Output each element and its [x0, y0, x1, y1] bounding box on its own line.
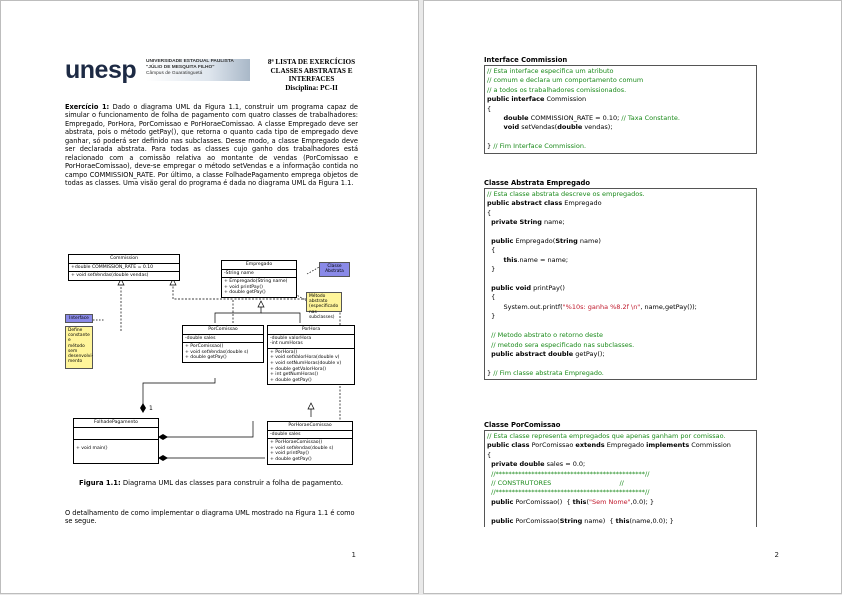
multiplicity-label: 1	[149, 405, 153, 412]
code-block-commission: // Esta interface especifica um atributo…	[484, 65, 757, 154]
interface-note: Interface	[65, 314, 93, 323]
unesp-logo: unesp	[65, 56, 137, 84]
code-line: double COMMISSION_RATE = 0.10; // Taxa C…	[503, 114, 680, 123]
section-porcomissao: Classe PorComissao // Esta classe repres…	[484, 421, 757, 528]
figure-caption: Figura 1.1: Diagrama UML das classes par…	[78, 479, 344, 487]
porhora-class: PorHora -double valorHora-int numHoras +…	[267, 325, 355, 386]
folhadepagamento-class: FolhadePagamento + void main()	[73, 418, 159, 464]
code-block-empregado: // Esta classe abstrata descreve os empr…	[484, 188, 757, 381]
code-line: public PorComissao() { this("Sem Nome",0…	[491, 497, 655, 506]
code-line: }	[487, 312, 496, 321]
section-empregado: Classe Abstrata Empregado // Esta classe…	[484, 179, 757, 381]
code-line: {	[487, 208, 492, 217]
page-number: 2	[774, 551, 779, 559]
exercise-paragraph: Exercício 1: Dado o diagrama UML da Figu…	[65, 103, 358, 188]
code-line	[487, 228, 754, 237]
code-line: // comum e declara um comportamento comu…	[487, 76, 644, 85]
code-line: }	[487, 265, 496, 274]
code-line: // Esta classe abstrata descreve os empr…	[487, 190, 645, 198]
code-line: //**************************************…	[491, 469, 650, 478]
list-header: 8ª LISTA DE EXERCÍCIOS CLASSES ABSTRATAS…	[267, 58, 356, 92]
code-line: // Esta interface especifica um atributo	[487, 67, 614, 75]
page-1: unesp UNIVERSIDADE ESTADUAL PAULISTA "JÚ…	[0, 0, 419, 594]
code-line: {	[487, 104, 492, 113]
code-line: public interface Commission	[487, 95, 587, 104]
code-line	[487, 322, 754, 331]
code-line: private double sales = 0.0;	[491, 460, 586, 469]
code-line: public Empregado(String name)	[491, 237, 601, 246]
detail-paragraph: O detalhamento de como implementar o dia…	[65, 509, 355, 526]
code-line	[487, 275, 754, 284]
page-2: Interface Commission // Esta interface e…	[423, 0, 842, 594]
section-title: Classe PorComissao	[484, 421, 561, 429]
uml-diagram: Commission +double COMMISSION_RATE = 0.1…	[65, 241, 357, 476]
code-block-porcomissao: // Esta classe representa empregados que…	[484, 430, 757, 528]
code-line: // Esta classe representa empregados que…	[487, 432, 726, 440]
code-line: } // Fim Interface Commission.	[487, 142, 587, 151]
code-line: public class PorComissao extends Emprega…	[487, 441, 731, 450]
section-title: Classe Abstrata Empregado	[484, 179, 591, 187]
code-line	[487, 133, 754, 142]
code-line: // CONSTRUTORES //	[491, 479, 624, 488]
code-line: public PorComissao(String name) { this(n…	[491, 516, 674, 525]
code-line: System.out.printf("%10s: ganha %8.2f \n"…	[487, 302, 697, 311]
code-line: } // Fim classe abstrata Empregado.	[487, 368, 604, 377]
empregado-class: Empregado -String name + Empregado(Strin…	[221, 260, 297, 298]
porhoraecomissao-class: PorHoraeComissao -double sales + PorHora…	[267, 421, 353, 465]
code-line	[487, 507, 754, 516]
porcomissao-class: PorComissao -double sales + PorComissao(…	[182, 325, 264, 363]
code-line: {	[487, 450, 492, 459]
section-interface-commission: Interface Commission // Esta interface e…	[484, 56, 757, 154]
code-line: //**************************************…	[491, 488, 650, 497]
code-line: void setVendas(double vendas);	[503, 123, 613, 132]
code-line: {	[487, 293, 496, 302]
university-name: UNIVERSIDADE ESTADUAL PAULISTA "JÚLIO DE…	[146, 59, 250, 81]
code-line: {	[487, 246, 496, 255]
code-line: private String name;	[491, 218, 565, 227]
code-line: public abstract class Empregado	[487, 199, 602, 208]
section-title: Interface Commission	[484, 56, 568, 64]
page-number: 1	[351, 551, 356, 559]
code-line: public abstract double getPay();	[491, 349, 605, 358]
code-line: public void printPay()	[491, 284, 565, 293]
code-line: // metodo sera especificado nas subclass…	[491, 340, 635, 349]
commission-class: Commission +double COMMISSION_RATE = 0.1…	[68, 254, 180, 281]
code-line: // Metodo abstrato o retorno deste	[491, 331, 604, 340]
code-line	[487, 359, 754, 368]
code-line: this.name = name;	[503, 255, 569, 264]
code-line: // a todos os trabalhadores comissionado…	[487, 85, 627, 94]
